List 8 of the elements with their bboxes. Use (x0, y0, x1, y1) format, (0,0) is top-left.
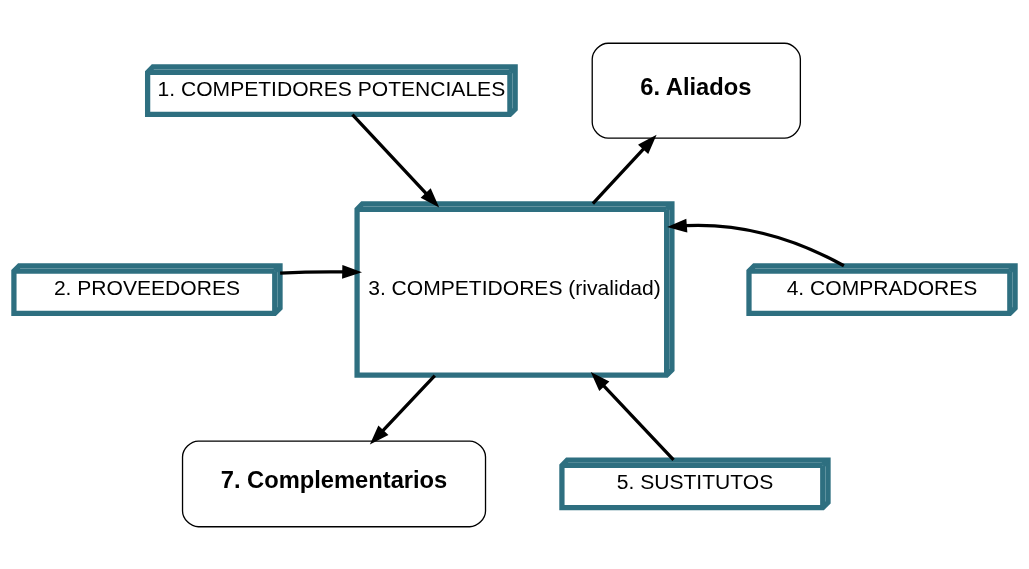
arrow (369, 373, 436, 445)
arrow (280, 264, 362, 279)
node-box: 7. Complementarios (181, 439, 487, 527)
arrow (591, 134, 657, 205)
arrow (590, 371, 675, 461)
arrow (667, 218, 845, 267)
arrow (351, 112, 440, 208)
node-box: 6. Aliados (591, 42, 801, 139)
